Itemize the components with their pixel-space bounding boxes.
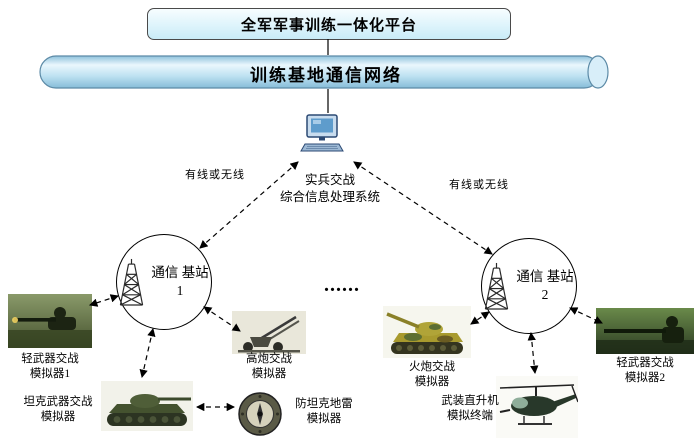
mine-label: 防坦克地雷 模拟器 [295,398,353,426]
artillery-photo [383,306,471,358]
antenna-tower-icon [482,259,511,313]
platform-label: 全军军事训练一体化平台 [240,17,417,34]
computer-icon [299,114,345,156]
network-bus-label: 训练基地通信网络 [250,66,402,85]
link-label-left: 有线或无线 [185,169,245,181]
processor-label: 实兵交战 综合信息处理系统 [262,172,398,205]
light-weapon-1-label: 轻武器交战 模拟器1 [21,353,79,381]
link-label-right: 有线或无线 [449,179,509,191]
antenna-tower-icon [117,255,146,309]
base-station-1: 通信 基站1 [116,234,212,330]
tank-label: 坦克武器交战 模拟器 [23,396,93,424]
mine-icon [237,391,283,437]
tank-photo [101,381,193,431]
base-station-2: 通信 基站2 [481,238,577,334]
processor-label-line1: 实兵交战 [304,173,355,187]
artillery-label: 火炮交战 模拟器 [409,361,455,389]
base-station-2-label: 通信 基站2 [516,268,574,302]
helicopter-photo [496,376,578,438]
light-weapon-2-label: 轻武器交战 模拟器2 [616,357,674,385]
light-weapon-1-photo [8,294,92,348]
aa-gun-label: 高炮交战 模拟器 [246,353,292,381]
ellipsis: ...... [324,274,360,296]
aa-gun-photo [232,311,306,354]
platform-box: 全军军事训练一体化平台 [147,8,511,40]
base-station-1-label: 通信 基站1 [151,264,209,298]
processor-label-line2: 综合信息处理系统 [279,189,380,204]
helicopter-label: 武装直升机 模拟终端 [441,395,499,423]
light-weapon-2-photo [596,308,694,354]
network-bus-end-cap [587,55,609,89]
